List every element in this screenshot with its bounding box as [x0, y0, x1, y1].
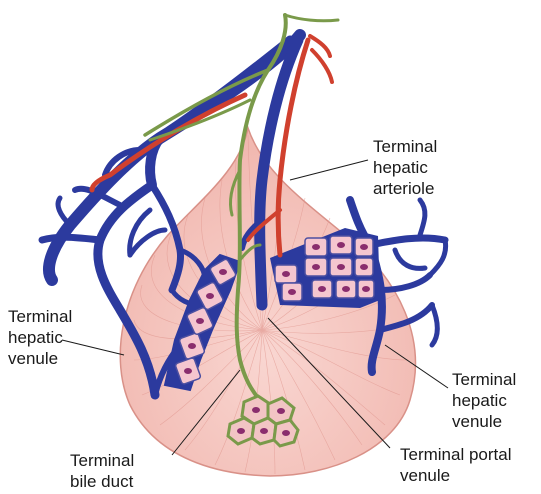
svg-text:hepatic: hepatic [373, 158, 428, 177]
svg-text:Terminal: Terminal [70, 451, 134, 470]
label-arteriole: Terminal hepatic arteriole [373, 137, 437, 198]
label-bile-duct: Terminal bile duct [70, 451, 134, 491]
label-portal-venule: Terminal portal venule [400, 445, 512, 485]
svg-text:Terminal: Terminal [8, 307, 72, 326]
svg-text:Terminal: Terminal [452, 370, 516, 389]
svg-text:venule: venule [400, 466, 450, 485]
leader-arteriole [290, 160, 368, 180]
leader-venule-left [62, 340, 124, 355]
svg-text:hepatic: hepatic [452, 391, 507, 410]
label-venule-left: Terminal hepatic venule [8, 307, 72, 368]
svg-text:hepatic: hepatic [8, 328, 63, 347]
svg-text:bile duct: bile duct [70, 472, 134, 491]
svg-text:Terminal: Terminal [373, 137, 437, 156]
svg-text:Terminal portal: Terminal portal [400, 445, 512, 464]
label-venule-right: Terminal hepatic venule [452, 370, 516, 431]
svg-text:arteriole: arteriole [373, 179, 434, 198]
svg-text:venule: venule [452, 412, 502, 431]
svg-text:venule: venule [8, 349, 58, 368]
